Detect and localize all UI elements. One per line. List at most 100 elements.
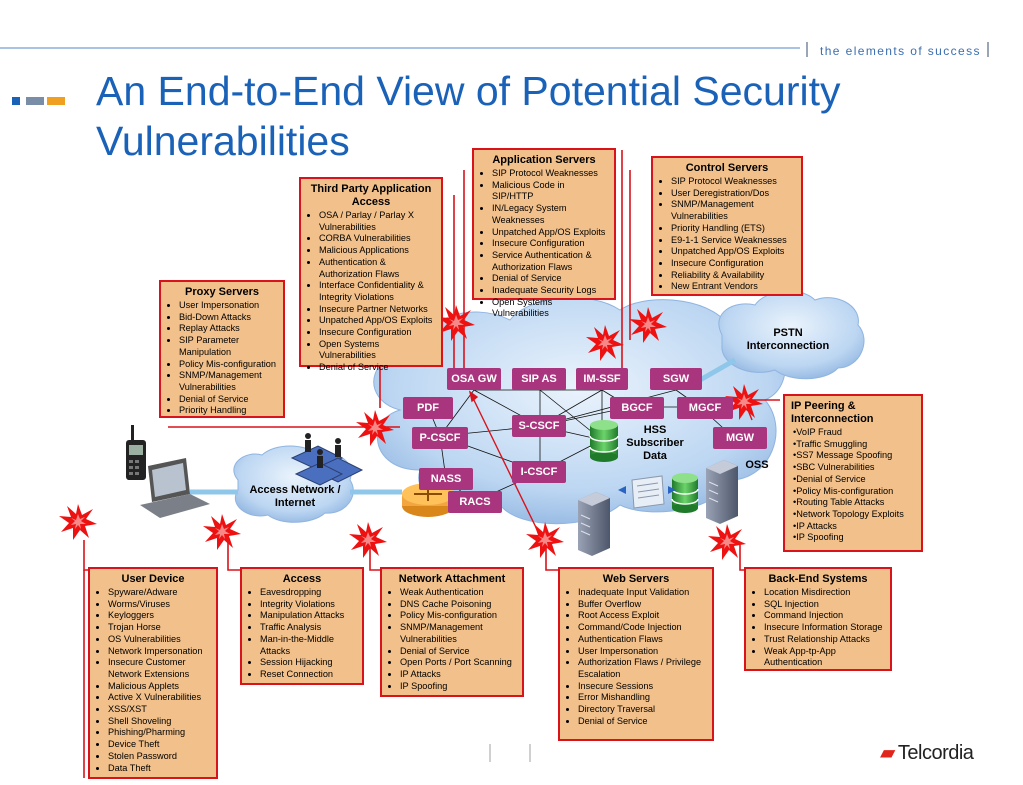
oss-label: OSS — [745, 459, 769, 471]
list-item: Insecure Configuration — [319, 327, 435, 339]
item-list: •VoIP Fraud•Traffic Smuggling•SS7 Messag… — [791, 427, 915, 544]
list-item: Authentication Flaws — [578, 634, 706, 646]
title-bullet-icon — [12, 97, 65, 105]
box-title: Web Servers — [602, 573, 670, 585]
list-item: Manipulation Attacks — [260, 610, 356, 622]
list-item: Denial of Service — [492, 273, 608, 285]
list-item: OS Vulnerabilities — [108, 634, 210, 646]
list-item: Device Theft — [108, 739, 210, 751]
list-item: Error Mishandling — [578, 692, 706, 704]
list-item: IP Attacks — [400, 669, 516, 681]
list-item: Weak Authentication — [400, 587, 516, 599]
list-item: Traffic Analysis — [260, 622, 356, 634]
list-item: SNMP/Management Vulnerabilities — [179, 370, 277, 393]
list-item: Weak App-tp-App Authentication — [764, 646, 884, 669]
web-servers-box: Web Servers Inadequate Input ValidationB… — [558, 567, 714, 741]
item-list: Weak AuthenticationDNS Cache PoisoningPo… — [388, 587, 516, 692]
list-item: SNMP/Management Vulnerabilities — [400, 622, 516, 645]
list-item: CORBA Vulnerabilities — [319, 233, 435, 245]
list-item: Inadequate Input Validation — [578, 587, 706, 599]
list-item: •Network Topology Exploits — [793, 508, 904, 519]
list-item: Keyloggers — [108, 610, 210, 622]
user-device-box: User Device Spyware/AdwareWorms/VirusesK… — [88, 567, 218, 779]
list-item: Open Systems Vulnerabilities — [492, 297, 608, 320]
control-servers-box: Control Servers SIP Protocol WeaknessesU… — [651, 156, 803, 296]
node-sgw: SGW — [650, 368, 702, 390]
proxy-servers-box: Proxy Servers User ImpersonationBid-Down… — [159, 280, 285, 418]
access-network-label: Access Network / Internet — [249, 484, 341, 509]
logo-text: Telcordia — [897, 742, 974, 764]
application-servers-box: Application Servers SIP Protocol Weaknes… — [472, 148, 616, 318]
list-item: SIP Protocol Weaknesses — [671, 176, 795, 188]
box-title: Control Servers — [685, 162, 769, 174]
list-item: Malicious Applets — [108, 681, 210, 693]
third-party-access-box: Third Party Application Access OSA / Par… — [299, 177, 443, 372]
list-item: Denial of Service — [400, 646, 516, 658]
list-item: User Impersonation — [179, 300, 277, 312]
list-item: Trust Relationship Attacks — [764, 634, 884, 646]
list-item: Insecure Configuration — [492, 238, 608, 250]
list-item: Policy Mis-configuration — [179, 359, 277, 371]
list-item: User Deregistration/Dos — [671, 188, 795, 200]
list-item: Unpatched App/OS Exploits — [319, 315, 435, 327]
box-title: Network Attachment — [398, 573, 506, 585]
oss-database-icon — [671, 473, 699, 513]
telcordia-logo-icon: ▰ — [880, 742, 895, 764]
list-item: Service Authentication & Authorization F… — [492, 250, 608, 273]
list-item: Root Access Exploit — [578, 610, 706, 622]
list-item: Session Hijacking — [260, 657, 356, 669]
list-item: Priority Handling — [179, 405, 277, 417]
item-list: SIP Protocol WeaknessesMalicious Code in… — [480, 168, 608, 320]
list-item: Phishing/Pharming — [108, 727, 210, 739]
list-item: Insecure Customer Network Extensions — [108, 657, 210, 680]
node-nass: NASS — [419, 468, 473, 490]
footer-separators — [489, 744, 531, 762]
list-item: •IP Spoofing — [793, 532, 844, 543]
access-links — [190, 357, 737, 495]
list-item: Denial of Service — [319, 362, 435, 374]
hss-database-icon — [589, 420, 619, 462]
list-item: Bid-Down Attacks — [179, 312, 277, 324]
list-item: Insecure Partner Networks — [319, 304, 435, 316]
list-item: Denial of Service — [179, 394, 277, 406]
list-item: Priority Handling (ETS) — [671, 223, 795, 235]
list-item: •VoIP Fraud — [793, 427, 843, 437]
list-item: XSS/XST — [108, 704, 210, 716]
node-im-ssf: IM-SSF — [576, 368, 628, 390]
list-item: Reset Connection — [260, 669, 356, 681]
list-item: Command Injection — [764, 610, 884, 622]
list-item: SQL Injection — [764, 599, 884, 611]
box-title: IP Peering & Interconnection — [791, 400, 874, 425]
list-item: Open Ports / Port Scanning — [400, 657, 516, 669]
list-item: Malicious Code in SIP/HTTP — [492, 180, 608, 203]
web-server-icon — [578, 492, 610, 556]
box-title: Proxy Servers — [185, 286, 259, 298]
list-item: Man-in-the-Middle Attacks — [260, 634, 356, 657]
laptop-icon — [140, 458, 210, 518]
list-item: New Entrant Vendors — [671, 281, 795, 293]
header-rule — [0, 42, 989, 57]
list-item: Malicious Applications — [319, 245, 435, 257]
list-item: •Traffic Smuggling — [793, 438, 868, 449]
box-title: User Device — [121, 573, 185, 585]
list-item: Data Theft — [108, 763, 210, 775]
list-item: Insecure Information Storage — [764, 622, 884, 634]
list-item: •Routing Table Attacks — [793, 497, 885, 508]
box-title: Back-End Systems — [768, 573, 868, 585]
list-item: •Denial of Service — [793, 473, 866, 484]
node-sip-as: SIP AS — [512, 368, 566, 390]
list-item: •SBC Vulnerabilities — [793, 462, 875, 473]
list-item: Stolen Password — [108, 751, 210, 763]
list-item: Inadequate Security Logs — [492, 285, 608, 297]
list-item: SNMP/Management Vulnerabilities — [671, 199, 795, 222]
list-item: Replay Attacks — [179, 323, 277, 335]
list-item: DNS Cache Poisoning — [400, 599, 516, 611]
tagline: the elements of success — [820, 44, 981, 58]
node-osa-gw: OSA GW — [447, 368, 501, 390]
list-item: •Policy Mis-configuration — [793, 485, 894, 496]
item-list: SIP Protocol WeaknessesUser Deregistrati… — [659, 176, 795, 293]
oss-server-icon — [706, 460, 738, 524]
item-list: EavesdroppingIntegrity ViolationsManipul… — [248, 587, 356, 681]
list-item: •SS7 Message Spoofing — [793, 450, 893, 461]
list-item: IP Spoofing — [400, 681, 516, 693]
